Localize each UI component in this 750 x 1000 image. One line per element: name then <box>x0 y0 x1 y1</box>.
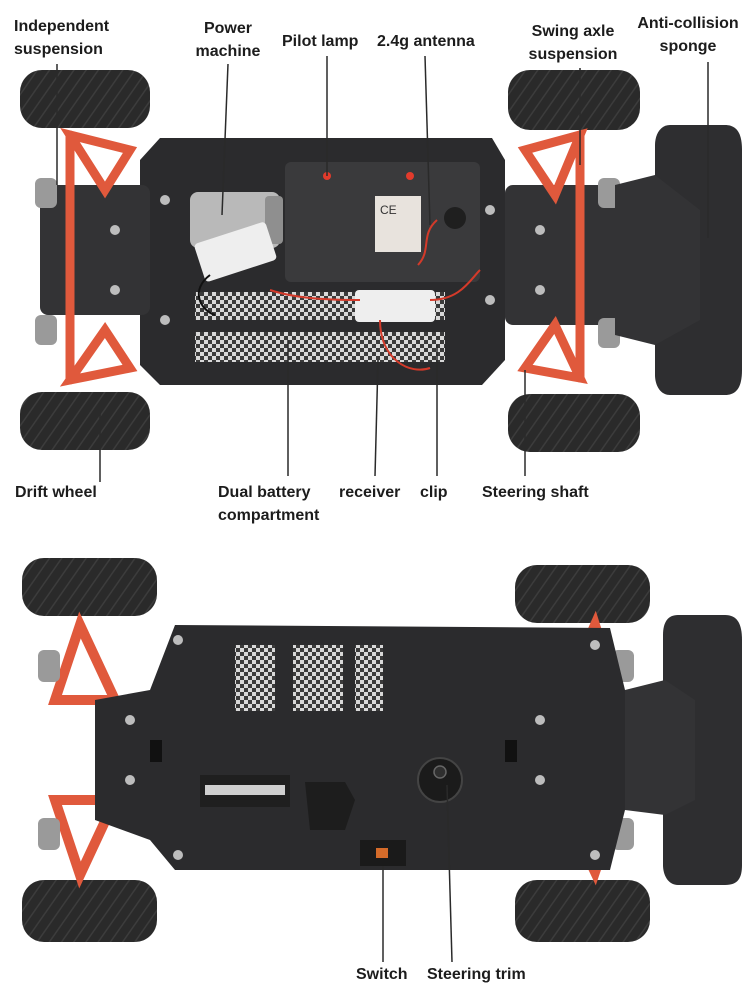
tire-bottom-rear-left <box>22 880 157 942</box>
battery-cover-tab <box>305 782 355 830</box>
shock-absorbers-top <box>35 178 620 348</box>
leader-lines-top <box>56 55 709 482</box>
receiver-ce-mark: CE <box>380 203 397 217</box>
tire-bottom-front-right <box>515 565 650 623</box>
receiver-sticker <box>375 196 421 252</box>
top-view-car: CE <box>20 70 742 452</box>
label-anti-collision-sponge: Anti-collision sponge <box>637 15 739 55</box>
label-receiver: receiver <box>339 484 401 501</box>
leader-lines-bottom <box>382 784 453 963</box>
motor-connector <box>194 222 277 282</box>
power-switch-slider <box>376 848 388 858</box>
front-bumper-mount-top <box>615 175 700 345</box>
anti-collision-sponge-bottom <box>663 615 742 885</box>
label-dual-battery-compartment: Dual battery compartment <box>218 484 320 524</box>
label-steering-shaft: Steering shaft <box>482 484 589 501</box>
antenna-wire <box>417 219 438 266</box>
bottom-view-car <box>22 558 742 942</box>
steering-trim-dial <box>417 757 463 803</box>
right-suspension-arms <box>517 128 588 384</box>
front-bumper-mount-bottom <box>625 680 695 815</box>
chassis-screws-bottom <box>125 635 600 860</box>
label-steering-trim: Steering trim <box>427 966 526 983</box>
tire-top-front-right <box>508 70 640 130</box>
label-pilot-lamp: Pilot lamp <box>282 33 359 50</box>
battery-windows <box>235 645 383 711</box>
pilot-lamp-right <box>406 172 414 180</box>
battery-slot-bar <box>205 785 285 795</box>
shock-absorbers-bottom <box>38 650 634 850</box>
tire-top-front-left <box>20 70 150 128</box>
left-suspension-arms <box>59 127 138 387</box>
label-power-machine: Power machine <box>195 20 261 60</box>
chassis-screws-top <box>110 195 545 325</box>
left-suspension-block <box>40 185 150 315</box>
steering-trim-knob <box>433 765 447 779</box>
label-switch: Switch <box>356 966 408 983</box>
label-clip: clip <box>420 484 448 501</box>
tire-top-rear-left <box>20 392 150 450</box>
motor-can-end <box>265 196 283 244</box>
chassis-bottom <box>95 625 625 870</box>
tire-bottom-front-left <box>22 558 157 616</box>
battery-connector <box>355 290 435 322</box>
wires-top <box>197 269 481 371</box>
tire-bottom-rear-right <box>515 880 650 942</box>
label-drift-wheel: Drift wheel <box>15 484 97 501</box>
tire-top-rear-right <box>508 394 640 452</box>
label-swing-axle-suspension: Swing axle suspension <box>528 23 618 63</box>
receiver-hole <box>444 207 466 229</box>
label-2-4g-antenna: 2.4g antenna <box>377 33 475 50</box>
label-independent-suspension: Independent suspension <box>14 18 110 58</box>
battery-divider <box>195 320 445 332</box>
